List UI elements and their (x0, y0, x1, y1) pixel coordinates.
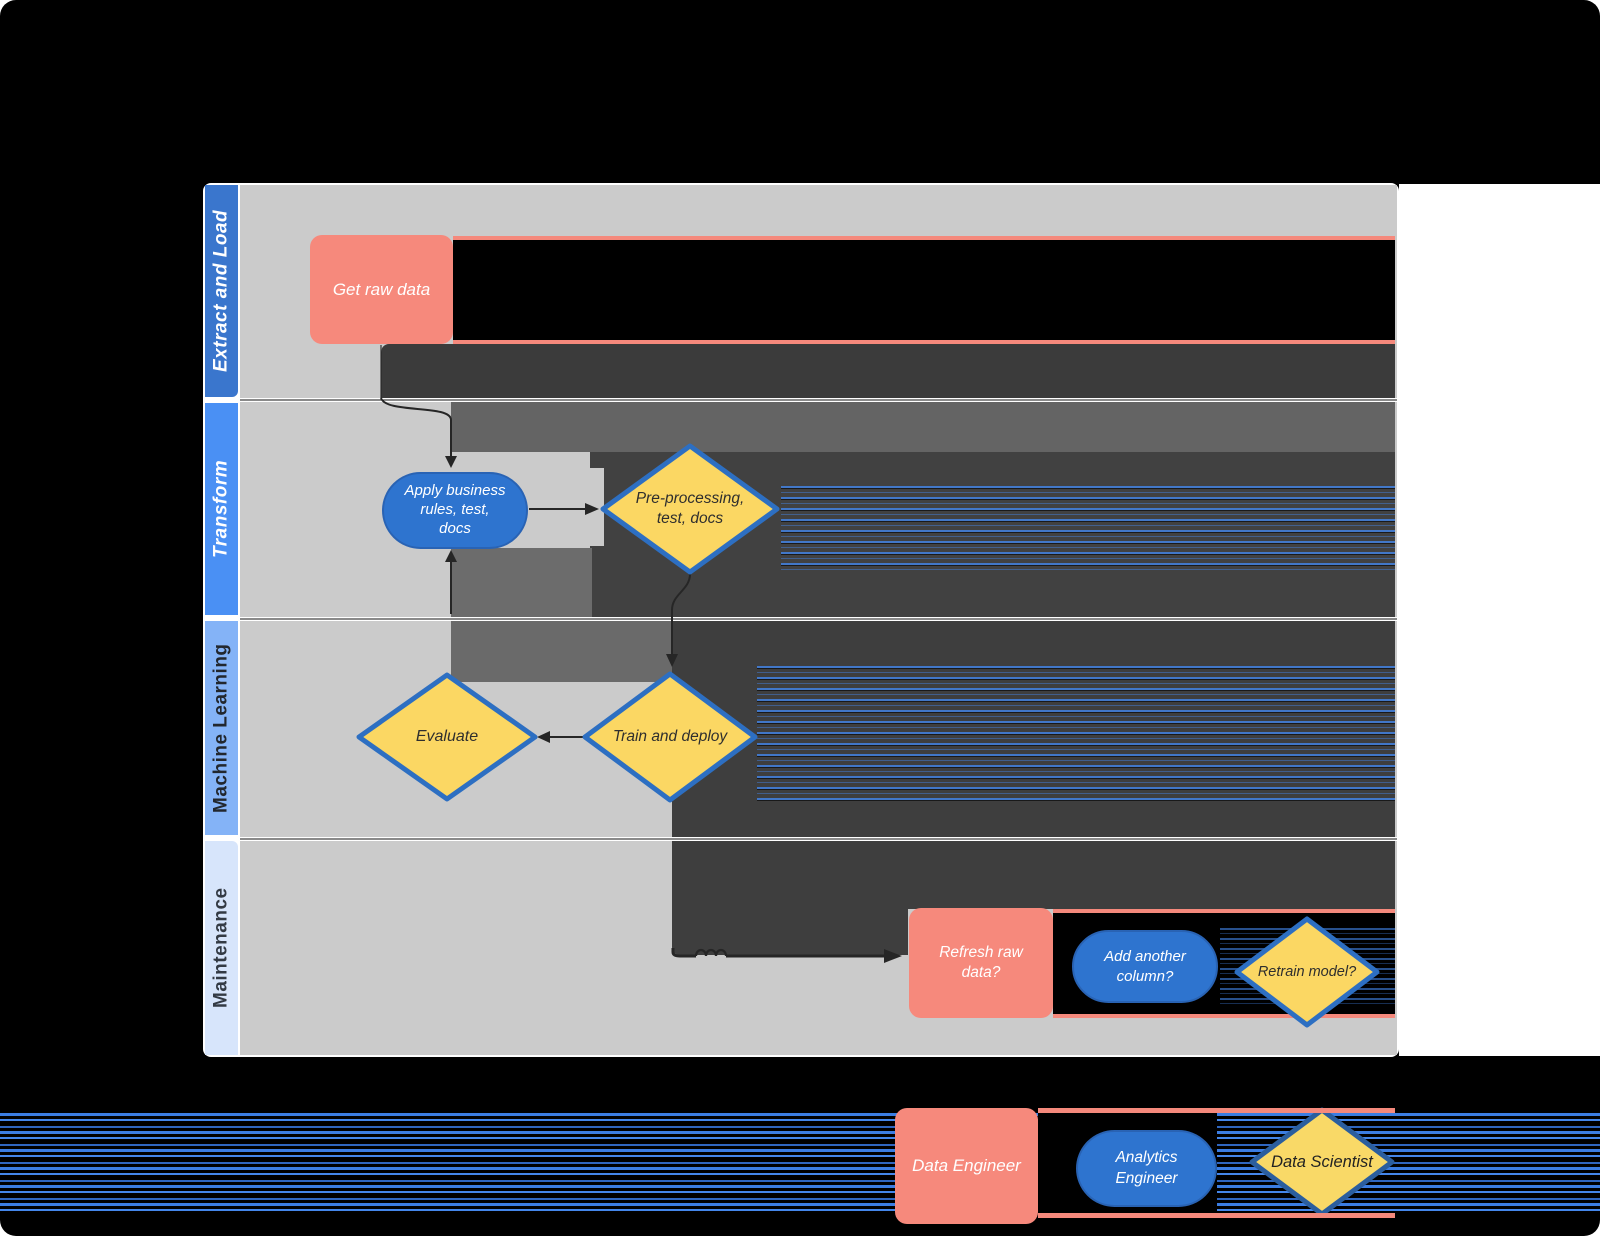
artifact-stripes-lane2 (781, 486, 1395, 574)
arrowhead-up (445, 550, 457, 562)
lane-separator (240, 617, 1397, 621)
node-label: Add another column? (1104, 948, 1186, 985)
node-train-deploy-label: Train and deploy (612, 728, 728, 745)
arrowhead-right (884, 949, 902, 963)
node-label: Refresh raw data? (939, 943, 1023, 981)
node-add-another-column[interactable]: Add another column? (1072, 930, 1218, 1003)
legend-label: Data Engineer (912, 1156, 1021, 1175)
node-get-raw-data[interactable]: Get raw data (310, 235, 453, 344)
node-preprocessing-label: Pre-processing, test, docs (635, 489, 745, 527)
artifact-salmon-line (1053, 1014, 1395, 1018)
shadow-rect-lane3-top (451, 620, 672, 682)
artifact-salmon-line (1053, 909, 1395, 913)
lane-separator (240, 837, 1397, 841)
page-margin-right (1399, 184, 1600, 1056)
artifact-salmon-line (453, 236, 1395, 240)
shadow-rect-lane4-left (672, 841, 908, 955)
legend-data-engineer[interactable]: Data Engineer (895, 1108, 1038, 1224)
artifact-salmon-line (453, 340, 1395, 344)
node-retrain-label: Retrain model? (1257, 964, 1357, 980)
node-label: Get raw data (332, 279, 431, 299)
node-train-deploy-diamond[interactable] (582, 671, 758, 803)
artifact-salmon-line (1038, 1108, 1395, 1113)
shadow-rect-lane4-top (908, 841, 1395, 909)
node-retrain-diamond[interactable] (1234, 916, 1380, 1028)
arrowhead-down (445, 456, 457, 468)
shadow-rect-lane2-top (451, 402, 1395, 452)
node-apply-business-rules[interactable]: Apply business rules, test, docs (382, 472, 528, 549)
arrowhead-down (666, 654, 678, 667)
shadow-rect-lane1-charcoal (381, 344, 1395, 398)
artifact-stripes-lane3 (757, 666, 1395, 802)
node-evaluate-diamond[interactable] (356, 672, 538, 802)
lane-separator (240, 398, 1397, 402)
connector-preprocessing-to-train (671, 573, 691, 654)
connector-to-apply-top (380, 397, 452, 456)
line-hops (694, 948, 728, 957)
legend-data-scientist-label: Data Scientist (1271, 1152, 1373, 1171)
legend-data-scientist-diamond[interactable] (1249, 1107, 1395, 1217)
legend-analytics-engineer[interactable]: Analytics Engineer (1076, 1130, 1217, 1207)
arrowhead-left (537, 731, 550, 743)
artifact-salmon-line (1038, 1213, 1395, 1218)
shadow-rect-lane2-bottom (451, 548, 592, 618)
node-evaluate-label: Evaluate (415, 728, 479, 745)
node-label: Apply business rules, test, docs (404, 482, 506, 537)
node-refresh-raw-data[interactable]: Refresh raw data? (909, 908, 1053, 1018)
node-preprocessing-diamond[interactable] (600, 443, 780, 575)
connector-refresh-tail (671, 948, 696, 958)
legend-label: Analytics Engineer (1115, 1149, 1178, 1187)
shadow-rect-lane1-black (453, 240, 1395, 340)
arrowhead-right (585, 503, 599, 515)
